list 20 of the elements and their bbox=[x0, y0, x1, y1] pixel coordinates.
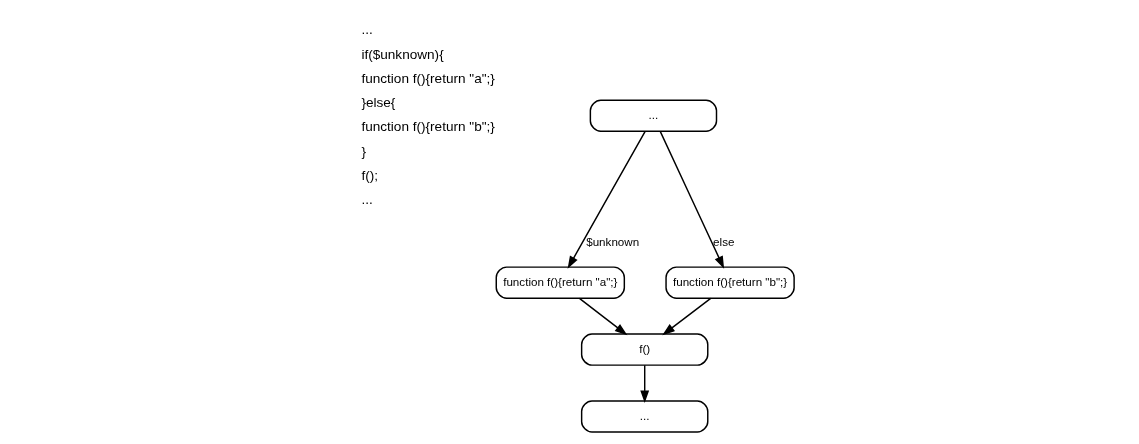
label: function f(){return "a";} bbox=[360, 70, 495, 86]
label: ... bbox=[360, 192, 373, 208]
arrow bbox=[639, 364, 649, 404]
node-box: function f(){return "a";} bbox=[495, 266, 625, 299]
arrow bbox=[659, 130, 724, 269]
label: f(); bbox=[360, 167, 378, 183]
node-box: ... bbox=[580, 400, 708, 433]
arrow bbox=[661, 297, 711, 336]
node-box: ... bbox=[589, 99, 717, 132]
label: if($unknown){ bbox=[360, 46, 444, 62]
node-box: f() bbox=[580, 333, 708, 366]
label: }else{ bbox=[360, 95, 395, 111]
label: } bbox=[360, 143, 366, 159]
arrow bbox=[567, 130, 646, 269]
label: ... bbox=[360, 22, 373, 38]
arrow bbox=[578, 297, 627, 336]
node-box: function f(){return "b";} bbox=[664, 266, 795, 299]
edge-label: else bbox=[712, 235, 734, 249]
edge-label: $unknown bbox=[585, 235, 639, 249]
label: function f(){return "b";} bbox=[360, 119, 495, 135]
